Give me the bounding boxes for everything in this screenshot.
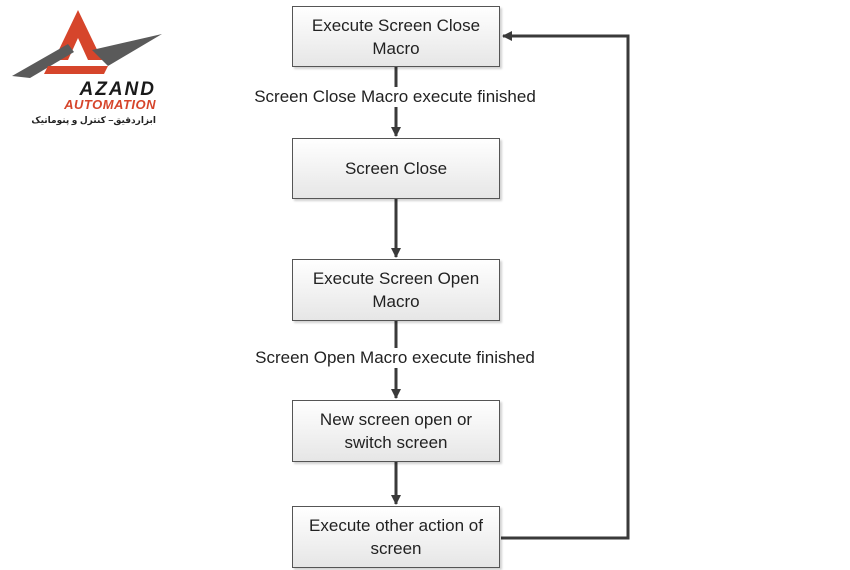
logo-tagline: ابزاردقیق– کنترل و پنوماتیک [31,115,156,125]
company-logo: AZAND AUTOMATION ابزاردقیق– کنترل و پنوم… [8,8,168,128]
logo-subtitle: AUTOMATION [64,97,156,112]
loop-back-arrow [501,31,630,540]
edge-label-close-finished: Screen Close Macro execute finished [200,87,590,107]
step-screen-close: Screen Close [292,138,500,199]
step-execute-other-action: Execute other action of screen [292,506,500,568]
step-execute-screen-open-macro: Execute Screen Open Macro [292,259,500,321]
logo-roof-icon [12,10,162,78]
logo-name: AZAND [79,79,156,100]
step-new-screen-open: New screen open or switch screen [292,400,500,462]
step-execute-screen-close-macro: Execute Screen Close Macro [292,6,500,67]
edge-label-open-finished: Screen Open Macro execute finished [200,348,590,368]
